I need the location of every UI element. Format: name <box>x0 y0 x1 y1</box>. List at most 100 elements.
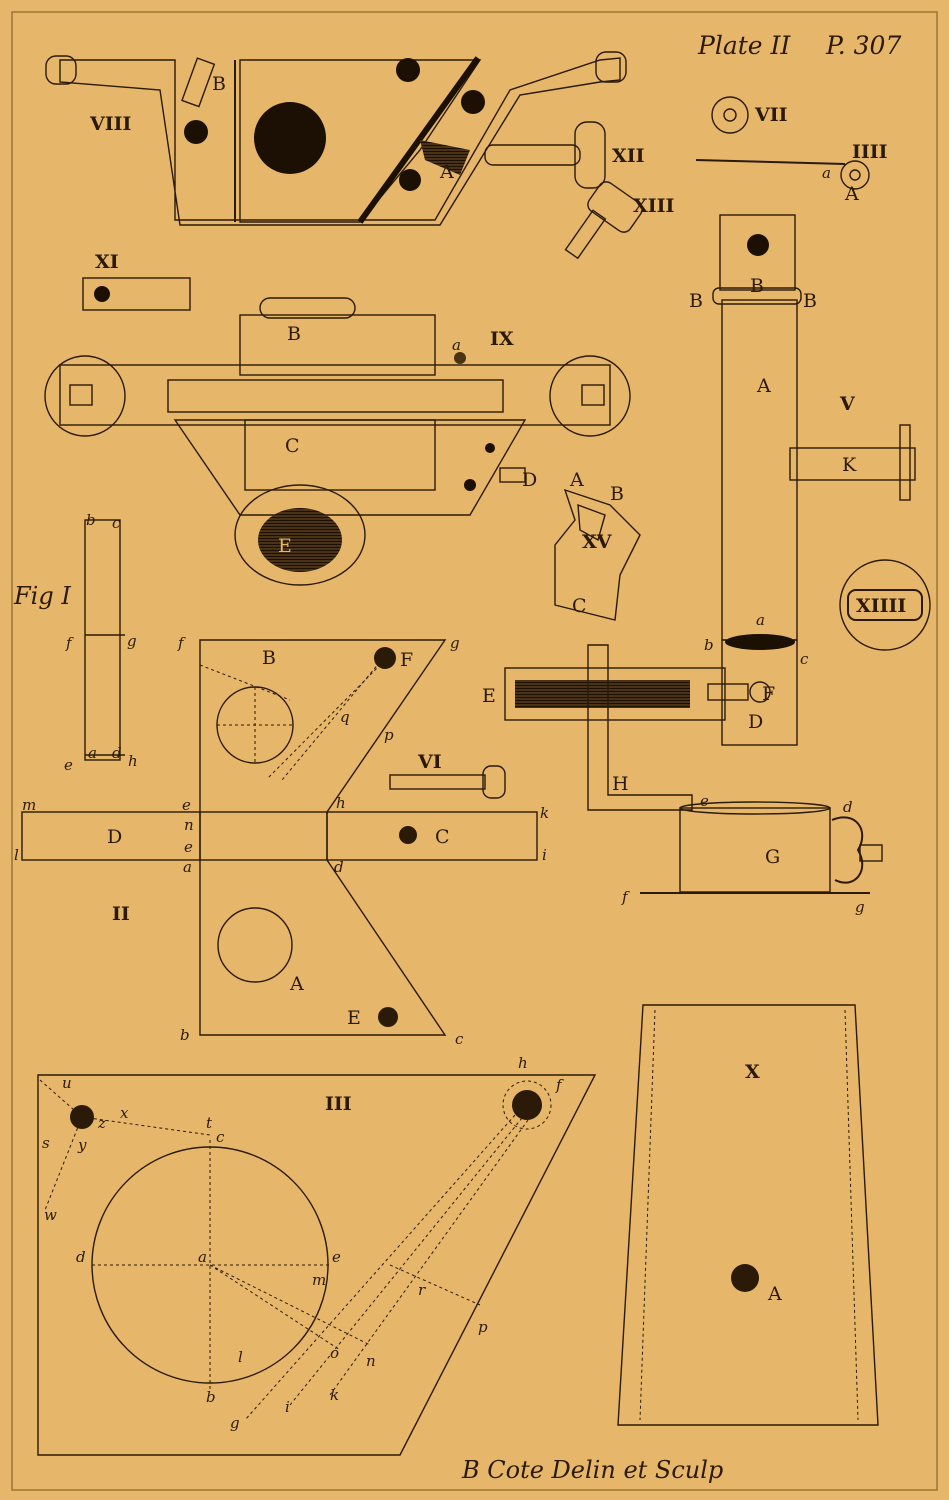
figure-ii-label-i: i <box>542 846 547 864</box>
figure-ix-label-c: C <box>285 435 300 457</box>
figure-iii-label-g: g <box>230 1414 240 1432</box>
figure-iii-label-x: x <box>120 1104 129 1122</box>
figure-ii-label-g: g <box>450 634 460 652</box>
figure-iii-label-f: f <box>555 1076 564 1094</box>
figure-v-label-k: K <box>842 454 857 476</box>
figure-ii-label-c-small: c <box>455 1030 464 1048</box>
figure-v-label-d-small: d <box>843 798 853 816</box>
figure-iiii-label-a: A <box>844 183 859 205</box>
figure-iii-label-h: h <box>518 1054 528 1072</box>
figure-ix-label-a: a <box>452 336 461 354</box>
figure-ii-label-e2: e <box>184 838 193 856</box>
figure-v-numeral: V <box>839 393 856 415</box>
figure-v-label-g-small: g <box>855 898 865 916</box>
figure-ii-label-d: d <box>334 858 344 876</box>
figure-i-label-d: d <box>112 744 122 762</box>
figure-ii-label-q: q <box>340 708 350 726</box>
figure-i-caption: Fig I <box>13 582 71 610</box>
figure-xi-numeral: XI <box>95 251 119 273</box>
figure-i-label-g: g <box>127 632 137 650</box>
figure-ii-label-p: p <box>384 726 394 744</box>
figure-viii-label-a: A <box>439 161 454 183</box>
figure-i-label-h: h <box>128 752 138 770</box>
figure-ix-label-b: B <box>287 323 301 345</box>
figure-ii-label-b-small: b <box>180 1026 190 1044</box>
figure-ii-label-k: k <box>540 804 549 822</box>
figure-ii-label-a-big: A <box>289 973 304 995</box>
figure-v-label-b-left: B <box>689 290 703 312</box>
figure-v-column: I B B B A V K a b c F D E H e d G f g <box>482 214 916 916</box>
figure-i-label-f: f <box>65 634 74 652</box>
figure-x-label-a: A <box>767 1283 782 1305</box>
figure-ii-label-h: h <box>336 794 346 812</box>
figure-x-numeral: X <box>745 1061 760 1083</box>
figure-i-label-e: e <box>64 756 73 774</box>
engraver-credit: B Cote Delin et Sculp <box>461 1456 723 1484</box>
figure-ii-label-a: a <box>183 858 192 876</box>
plate-number: Plate II <box>697 31 791 60</box>
figure-i-label-b: b <box>86 511 96 529</box>
figure-xv-label-c: C <box>572 595 587 617</box>
figure-v-label-h: H <box>612 773 629 795</box>
figure-ii-label-n: n <box>184 816 194 834</box>
figure-iii-label-y: y <box>77 1136 87 1154</box>
figure-iiii-pin: IIII a A <box>695 141 888 205</box>
figure-iiii-label-a-small: a <box>822 164 831 182</box>
figure-xiiii-medallion: XIIII <box>839 559 931 651</box>
figure-v-label-a: A <box>756 375 771 397</box>
figure-ix-clamp: IX B a C D E <box>44 297 631 586</box>
page-number: P. 307 <box>825 31 901 60</box>
figure-iii-label-m: m <box>312 1271 326 1289</box>
figure-vi-screw: VI <box>389 751 506 799</box>
figure-xv-fork: A B XV C <box>554 469 641 621</box>
figure-v-label-a-small: a <box>756 611 765 629</box>
figure-v-label-e-small: e <box>700 792 709 810</box>
figure-iii-label-l: l <box>238 1348 243 1366</box>
figure-xv-label-a: A <box>569 469 584 491</box>
figure-v-label-f-small: f <box>621 888 630 906</box>
figure-x: X A <box>617 1004 879 1426</box>
figure-iii-label-i: i <box>285 1398 290 1416</box>
figure-vi-numeral: VI <box>417 751 442 773</box>
figure-iii-label-b: b <box>206 1388 216 1406</box>
figure-iii-label-c: c <box>216 1128 225 1146</box>
figure-vii-numeral: VII <box>754 104 788 126</box>
figure-ii-label-l: l <box>14 846 19 864</box>
figure-v-label-b-top: B <box>750 275 764 297</box>
figure-iii-numeral: III <box>325 1093 352 1115</box>
figure-iii-label-s: s <box>42 1134 50 1152</box>
figure-v-label-b-small: b <box>704 636 714 654</box>
figure-ii-label-c-big: C <box>435 826 450 848</box>
figure-ii-label-f-big: F <box>400 649 413 671</box>
figure-iii-label-a: a <box>198 1248 207 1266</box>
figure-xiii-key: XIII <box>564 181 675 260</box>
figure-v-label-f: F <box>762 683 775 705</box>
figure-ii-label-m: m <box>22 796 36 814</box>
figure-i-label-a: a <box>88 744 97 762</box>
figure-iii-label-o: o <box>330 1344 339 1362</box>
figure-iii-label-k: k <box>330 1386 339 1404</box>
figure-iii-label-w: w <box>44 1206 57 1224</box>
figure-ii-label-f: f <box>177 634 186 652</box>
figure-xv-numeral: XV <box>582 531 613 553</box>
figure-iii-label-e: e <box>332 1248 341 1266</box>
figure-iii-label-n: n <box>366 1352 376 1370</box>
figure-ii-numeral: II <box>112 903 130 925</box>
figure-i: Fig I b c f g e a d h <box>13 511 138 774</box>
figure-viii: VIII B A <box>45 51 627 226</box>
figure-i-label-c: c <box>112 514 121 532</box>
figure-ix-numeral: IX <box>490 328 514 350</box>
figure-v-label-d: D <box>748 711 763 733</box>
figure-ii: f B F g q p m e n h k D C l e i a d II A… <box>14 634 549 1048</box>
figure-iii-label-d: d <box>76 1248 86 1266</box>
figure-ii-label-b: B <box>262 647 276 669</box>
figure-ii-label-e-big: E <box>347 1007 361 1029</box>
figure-xv-label-b: B <box>610 483 624 505</box>
figure-iii-label-u: u <box>62 1074 72 1092</box>
figure-v-label-b-right: B <box>803 290 817 312</box>
figure-vii-washer: VII <box>711 96 788 134</box>
figure-viii-label-b: B <box>212 73 226 95</box>
plate-border <box>11 11 938 1491</box>
figure-iii: III u x z t c h f s y w d a e m r p l o … <box>37 1054 597 1456</box>
